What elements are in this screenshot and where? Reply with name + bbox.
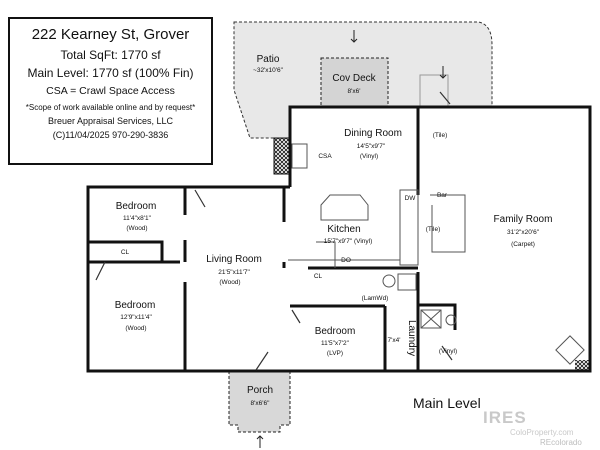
tile-entry-floor: (Tile) [433, 132, 448, 139]
do-label: DO [341, 257, 351, 264]
closet1-label: CL [121, 249, 130, 256]
bedroom2-dim: 12'9"x11'4" [120, 314, 152, 321]
closet2-label: CL [314, 273, 323, 280]
porch-area [228, 371, 291, 433]
patio-label: Patio [257, 54, 280, 65]
dining-floor: (Vinyl) [360, 153, 378, 160]
bedroom1-dim: 11'4"x8'1" [123, 215, 152, 222]
living-room-label: Living Room [206, 254, 262, 265]
watermark-site: ColoProperty.com [510, 428, 574, 437]
bedroom3-floor: (LVP) [327, 350, 343, 357]
csa-legend: CSA = Crawl Space Access [46, 85, 175, 97]
bedroom1-label: Bedroom [116, 201, 157, 212]
bedroom1-floor: (Wood) [126, 225, 147, 232]
copyright: (C)11/04/2025 970-290-3836 [52, 130, 169, 140]
main-level-sqft: Main Level: 1770 sf (100% Fin) [27, 66, 194, 80]
dishwasher-label: DW [405, 195, 417, 202]
door-swings [95, 91, 453, 371]
living-room-floor: (Wood) [219, 279, 240, 286]
walls [86, 105, 592, 373]
dining-label: Dining Room [344, 128, 402, 139]
watermark-partner: REcolorado [540, 438, 582, 447]
info-box: 222 Kearney St, Grover Total SqFt: 1770 … [8, 17, 213, 165]
bedroom2-label: Bedroom [115, 300, 156, 311]
bath2-floor: (Vinyl) [439, 348, 457, 355]
laundry-label: Laundry [406, 320, 417, 356]
patio-dim: ~32'x10'6" [253, 67, 284, 74]
entry-arrow-icon [350, 30, 447, 79]
address: 222 Kearney St, Grover [31, 26, 190, 43]
family-room-dim: 31'2"x20'6" [507, 229, 540, 236]
csa-hatch [273, 137, 290, 175]
bath1-floor: (LamWd) [362, 295, 389, 302]
porch-label: Porch [247, 385, 273, 396]
kitchen-dim: 15'7"x9'7" (Vinyl) [324, 238, 373, 245]
cov-deck-area [320, 57, 389, 108]
family-room-label: Family Room [494, 214, 553, 225]
total-sqft: Total SqFt: 1770 sf [60, 48, 161, 62]
dining-dim: 14'5"x9'7" [357, 143, 386, 150]
bedroom2-floor: (Wood) [125, 325, 146, 332]
company: Breuer Appraisal Services, LLC [47, 116, 174, 126]
cov-deck-label: Cov Deck [332, 73, 376, 84]
living-room-dim: 21'5"x11'7" [218, 269, 250, 276]
porch-arrow-icon [256, 435, 264, 448]
bar-floor: (Tile) [426, 226, 441, 233]
family-room-floor: (Carpet) [511, 241, 535, 248]
cov-deck-dim: 8'x6' [348, 88, 361, 95]
laundry-dim: 7'x4' [388, 337, 401, 344]
porch-dim: 8'x6'6" [251, 400, 271, 407]
bar-label: Bar [437, 192, 448, 199]
watermark-logo: IRES [483, 408, 527, 427]
bedroom3-label: Bedroom [315, 326, 356, 337]
level-label: Main Level [413, 395, 481, 411]
bedroom3-dim: 11'5"x7'2" [321, 340, 350, 347]
scope-note: *Scope of work available online and by r… [25, 103, 196, 112]
csa-label: CSA [318, 153, 332, 160]
kitchen-label: Kitchen [327, 224, 360, 235]
